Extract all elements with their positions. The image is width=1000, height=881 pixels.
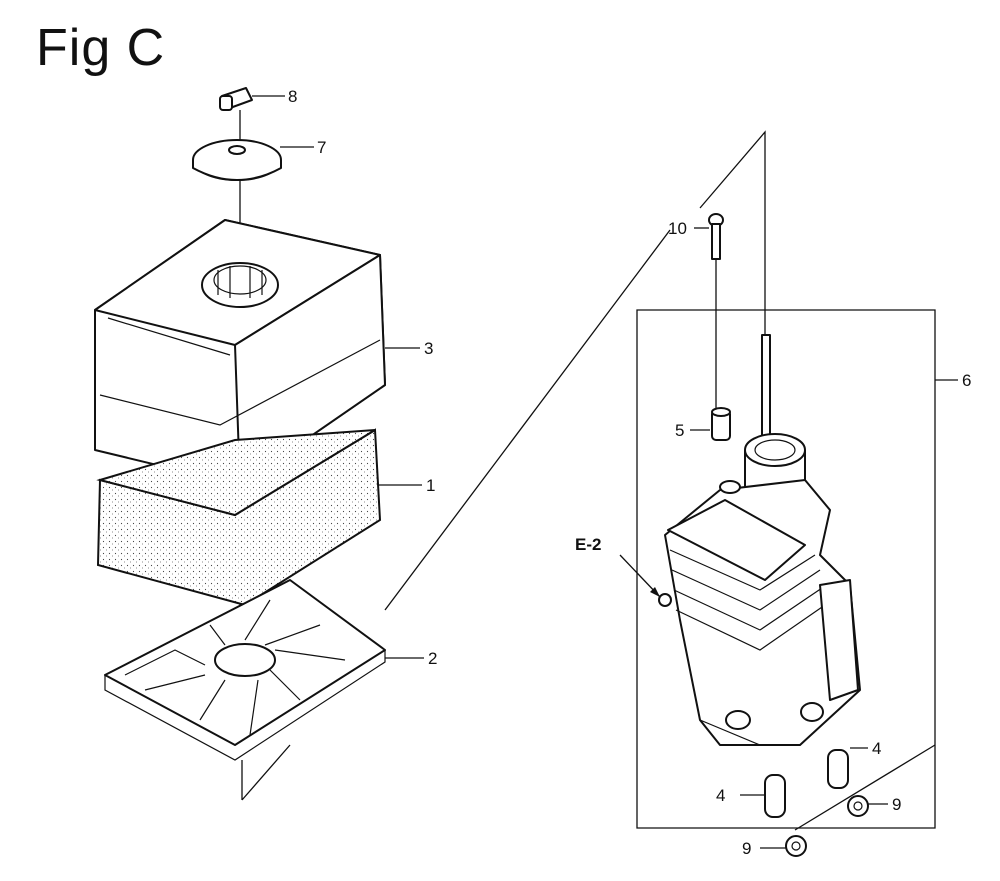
filter-frame-part bbox=[104, 579, 386, 761]
kit-bracket-box bbox=[636, 309, 936, 829]
nut-part-right bbox=[847, 795, 869, 817]
pipe-part-right bbox=[827, 749, 849, 789]
callout-9-left: 9 bbox=[742, 839, 751, 858]
guide-line bbox=[241, 744, 291, 801]
air-cleaner-cover-part bbox=[94, 219, 386, 486]
foam-filter-element-part bbox=[96, 428, 382, 607]
callout-6: 6 bbox=[962, 371, 971, 390]
callout-3: 3 bbox=[424, 339, 433, 358]
collar-part bbox=[711, 407, 731, 441]
callout-4-left: 4 bbox=[716, 786, 725, 805]
guide-line-diagonal bbox=[384, 229, 671, 611]
figure-title: Fig C bbox=[36, 19, 166, 77]
cover-cap-part bbox=[192, 139, 282, 181]
callout-9-right: 9 bbox=[892, 795, 901, 814]
callout-2: 2 bbox=[428, 649, 437, 668]
air-cleaner-case-part bbox=[658, 334, 861, 746]
callout-4-right: 4 bbox=[872, 739, 881, 758]
guide-line-top bbox=[699, 130, 766, 430]
callout-10: 10 bbox=[668, 219, 687, 238]
callout-1: 1 bbox=[426, 476, 435, 495]
bolt-part bbox=[708, 213, 724, 260]
callout-8: 8 bbox=[288, 87, 297, 106]
callout-e2: E-2 bbox=[575, 535, 601, 554]
pipe-part-left bbox=[764, 774, 786, 818]
wing-nut-part bbox=[219, 87, 253, 111]
callout-5: 5 bbox=[675, 421, 684, 440]
arrow-head-icon bbox=[650, 587, 660, 597]
guide-line-bottom bbox=[794, 744, 936, 831]
callout-7: 7 bbox=[317, 138, 326, 157]
nut-part-left bbox=[785, 835, 807, 857]
